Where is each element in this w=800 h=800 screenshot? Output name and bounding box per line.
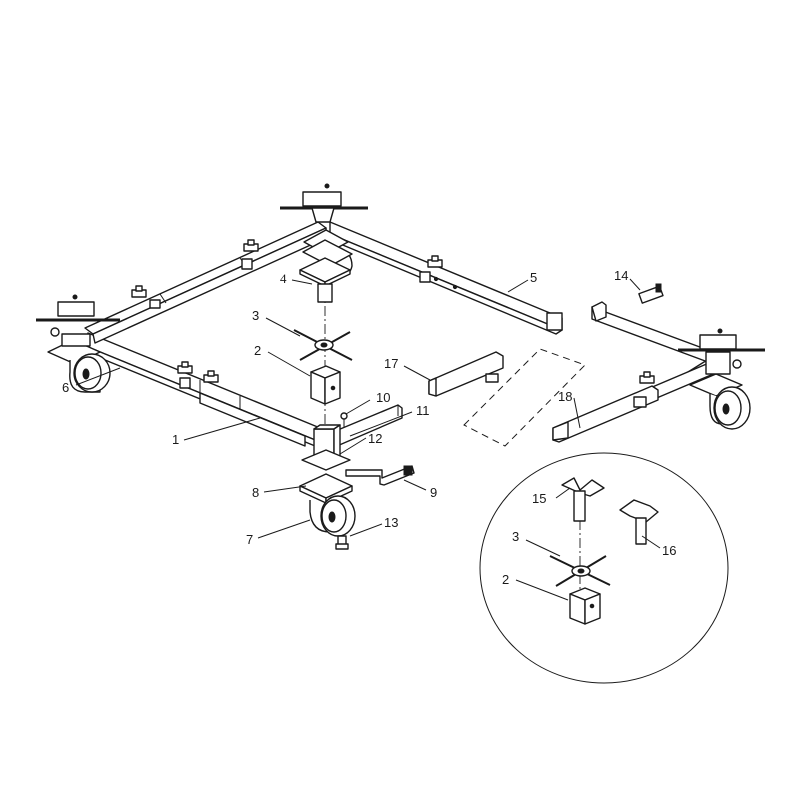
callout-2-inset: 2 xyxy=(502,572,509,587)
center-stack xyxy=(293,257,353,470)
callout-10: 10 xyxy=(376,390,390,405)
part-3-spider xyxy=(293,329,353,361)
frame xyxy=(82,221,719,449)
callout-7: 7 xyxy=(246,532,253,547)
corner-front xyxy=(299,412,415,550)
tube-17 xyxy=(428,351,504,397)
callout-3-inset: 3 xyxy=(512,529,519,544)
callout-13: 13 xyxy=(384,515,398,530)
callout-5: 5 xyxy=(530,270,537,285)
inset-part-2-block xyxy=(569,587,601,625)
inset-part-3-spider xyxy=(549,555,611,587)
callouts: 1 2 3 4 5 6 7 8 9 10 11 12 13 14 17 18 1… xyxy=(62,268,676,587)
arm-left xyxy=(82,332,326,449)
callout-12: 12 xyxy=(368,431,382,446)
callout-16: 16 xyxy=(662,543,676,558)
arm-back-right xyxy=(325,221,563,335)
callout-2: 2 xyxy=(254,343,261,358)
leader-lines xyxy=(75,278,661,601)
arm-back-left xyxy=(84,221,327,344)
callout-9: 9 xyxy=(430,485,437,500)
callout-6: 6 xyxy=(62,380,69,395)
corner-right xyxy=(678,328,765,430)
callout-4: 4 xyxy=(280,271,287,286)
callout-14: 14 xyxy=(614,268,628,283)
callout-11: 11 xyxy=(416,403,430,418)
part-16-saddle xyxy=(619,499,659,545)
detail-inset xyxy=(479,452,729,684)
arm-right-section xyxy=(552,301,719,443)
callout-3: 3 xyxy=(252,308,259,323)
callout-17: 17 xyxy=(384,356,398,371)
part-2-block xyxy=(310,365,341,405)
callout-1: 1 xyxy=(172,432,179,447)
callout-18: 18 xyxy=(558,389,572,404)
knobs xyxy=(131,239,664,408)
callout-15: 15 xyxy=(532,491,546,506)
callout-8: 8 xyxy=(252,485,259,500)
